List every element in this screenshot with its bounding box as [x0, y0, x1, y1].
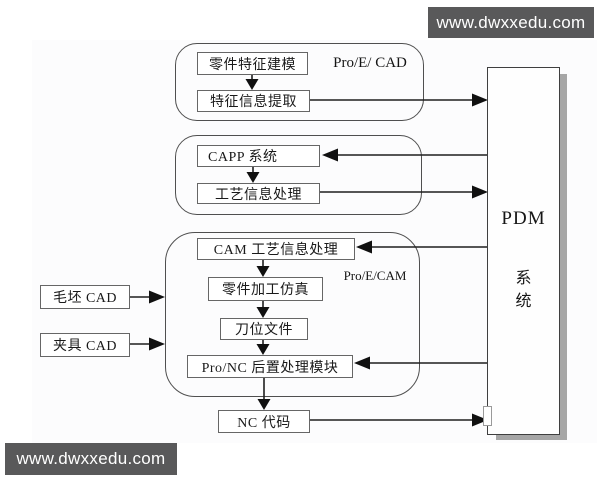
box-feature-modeling: 零件特征建模 [197, 52, 308, 75]
arrow-right-icon [472, 413, 488, 427]
label-proe-cad: Pro/E/ CAD [333, 54, 407, 71]
arrow-down-icon [256, 266, 270, 277]
box-pdm-system: PDM 系 统 [487, 67, 560, 435]
watermark-bar-bottom: www.dwxxedu.com [5, 443, 177, 475]
arrow-down-icon [246, 172, 260, 183]
box-capp-system: CAPP 系统 [197, 145, 320, 167]
arrow-right-icon [149, 290, 165, 304]
label-proe-cam: Pro/E/CAM [343, 268, 407, 283]
group-proe-cad [175, 43, 424, 121]
arrow-right-icon [472, 185, 488, 199]
group-capp [175, 135, 422, 215]
pdm-subtitle-2: 统 [515, 293, 532, 310]
box-tool-location-file: 刀位文件 [220, 318, 308, 340]
pdm-subtitle-1: 系 [515, 270, 532, 287]
arrow-left-icon [354, 356, 370, 370]
box-process-info: 工艺信息处理 [197, 183, 320, 204]
arrow-right-icon [472, 93, 488, 107]
arrow-left-icon [322, 148, 338, 162]
box-machining-simulation: 零件加工仿真 [208, 277, 323, 301]
box-feature-extraction: 特征信息提取 [197, 90, 310, 112]
group-proe-cam [165, 232, 420, 397]
pdm-title: PDM [501, 208, 546, 229]
arrow-down-icon [257, 399, 271, 410]
box-fixture-cad: 夹具 CAD [40, 333, 130, 357]
arrow-right-icon [149, 337, 165, 351]
arrow-left-icon [356, 240, 372, 254]
arrow-down-icon [256, 307, 270, 318]
box-post-processing: Pro/NC 后置处理模块 [187, 355, 353, 378]
box-cam-process-info: CAM 工艺信息处理 [197, 238, 355, 260]
arrow-down-icon [245, 79, 259, 90]
box-blank-cad: 毛坯 CAD [40, 285, 130, 309]
box-nc-code: NC 代码 [218, 410, 310, 433]
arrow-down-icon [256, 344, 270, 355]
paper-mark-artifact [483, 406, 492, 426]
watermark-bar-top: www.dwxxedu.com [428, 7, 594, 38]
